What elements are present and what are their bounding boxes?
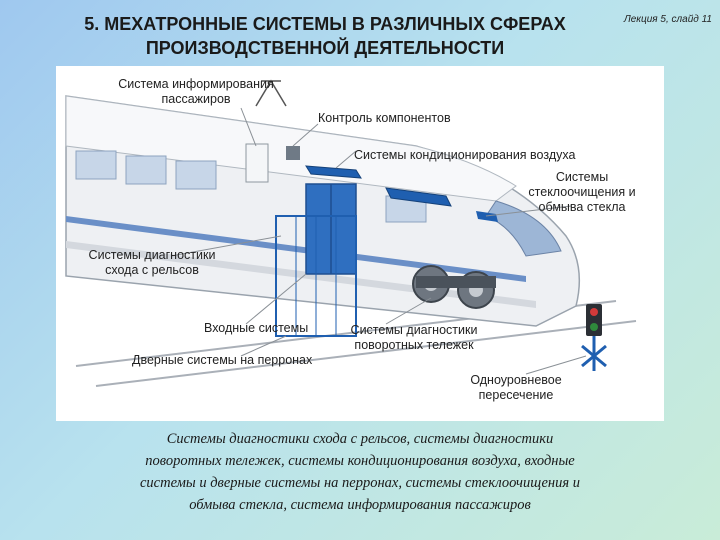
label-component-control: Контроль компонентов — [318, 111, 451, 125]
train-body — [65, 79, 581, 337]
label-air-conditioning: Системы кондиционирования воздуха — [354, 148, 575, 162]
slide-reference: Лекция 5, слайд 11 — [623, 14, 712, 25]
label-derail-2: схода с рельсов — [105, 263, 199, 277]
slide-title: 5. МЕХАТРОННЫЕ СИСТЕМЫ В РАЗЛИЧНЫХ СФЕРА… — [40, 12, 610, 60]
label-entry-systems: Входные системы — [204, 321, 308, 335]
label-passenger-info-2: пассажиров — [161, 92, 230, 106]
label-wiper-1: Системы — [556, 170, 608, 184]
level-crossing-signal — [581, 304, 607, 371]
train-diagram: Система информирования пассажиров Контро… — [56, 66, 664, 421]
title-line-2: ПРОИЗВОДСТВЕННОЙ ДЕЯТЕЛЬНОСТИ — [145, 38, 505, 58]
label-crossing-1: Одноуровневое — [470, 373, 561, 387]
title-line-1: 5. МЕХАТРОННЫЕ СИСТЕМЫ В РАЗЛИЧНЫХ СФЕРА… — [84, 14, 566, 34]
label-bogie-1: Системы диагностики — [351, 323, 478, 337]
caption-line-1: Системы диагностики схода с рельсов, сис… — [166, 431, 554, 447]
train-illustration: Система информирования пассажиров Контро… — [65, 77, 637, 402]
leader-lines — [170, 107, 587, 375]
bogie — [412, 265, 496, 309]
label-platform-doors: Дверные системы на перронах — [132, 353, 313, 367]
label-crossing-2: пересечение — [479, 388, 554, 402]
label-wiper-2: стеклоочищения и — [528, 185, 635, 199]
label-wiper-3: обмыва стекла — [539, 200, 626, 214]
caption-line-4: обмыва стекла, система информирования па… — [189, 497, 531, 513]
caption-line-2: поворотных тележек, системы кондициониро… — [145, 453, 575, 469]
label-passenger-info-1: Система информирования — [118, 77, 273, 91]
slide-caption: Системы диагностики схода с рельсов, сис… — [60, 428, 660, 516]
caption-line-3: системы и дверные системы на перронах, с… — [139, 475, 580, 491]
label-derail-1: Системы диагностики — [89, 248, 216, 262]
label-bogie-2: поворотных тележек — [354, 338, 474, 352]
